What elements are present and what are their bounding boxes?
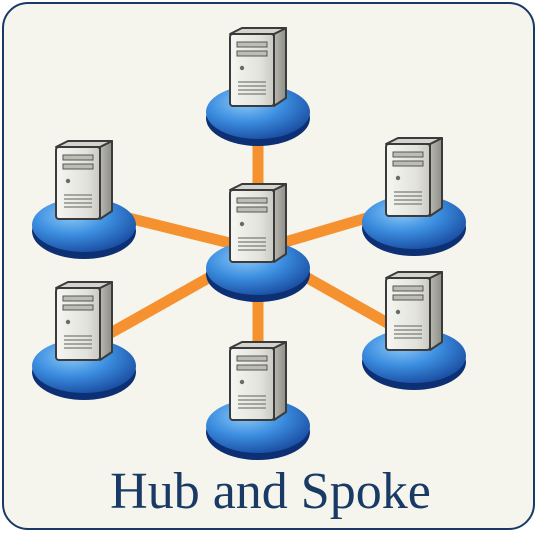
diagram-caption: Hub and Spoke: [110, 463, 431, 520]
server-icon: [229, 27, 287, 107]
server-icon: [229, 341, 287, 421]
node-spoke-upper-right: [362, 137, 466, 256]
node-hub: [206, 183, 310, 302]
nodes-layer: [32, 27, 466, 460]
node-spoke-bottom: [206, 341, 310, 460]
node-spoke-lower-left: [32, 281, 136, 400]
server-icon: [55, 281, 113, 361]
server-icon: [385, 271, 443, 351]
node-spoke-upper-left: [32, 140, 136, 259]
server-icon: [385, 137, 443, 217]
node-spoke-top: [206, 27, 310, 146]
server-icon: [55, 140, 113, 220]
node-spoke-lower-right: [362, 271, 466, 390]
server-icon: [229, 183, 287, 263]
